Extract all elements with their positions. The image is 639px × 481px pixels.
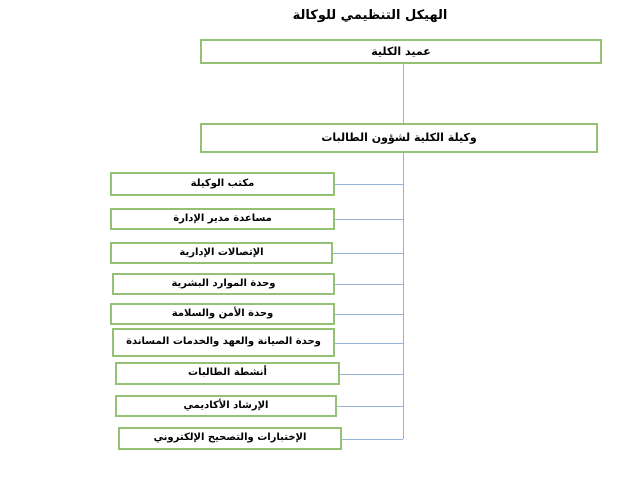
org-box-unit[interactable]: مساعدة مدير الإدارة: [110, 208, 335, 230]
org-box-unit-label: الإختبارات والتصحيح الإلكتروني: [153, 432, 307, 444]
org-box-unit[interactable]: الإتصالات الإدارية: [110, 242, 333, 264]
connector-vertical-line: [403, 63, 404, 439]
connector-horizontal-line: [335, 219, 403, 220]
org-box-unit-label: مساعدة مدير الإدارة: [173, 212, 272, 224]
org-box-vice-dean-label: وكيلة الكلية لشؤون الطالبات: [321, 131, 477, 145]
org-box-unit-label: أنشطة الطالبات: [188, 367, 267, 379]
connector-horizontal-line: [340, 374, 403, 375]
org-box-unit[interactable]: الإختبارات والتصحيح الإلكتروني: [118, 427, 342, 450]
org-box-unit[interactable]: مكتب الوكيلة: [110, 172, 335, 196]
org-box-unit-label: وحدة الموارد البشرية: [171, 277, 276, 289]
connector-horizontal-line: [342, 439, 403, 440]
org-box-unit-label: مكتب الوكيلة: [190, 177, 255, 189]
org-box-unit-label: وحدة الصيانة والعهد والخدمات المساندة: [126, 336, 321, 348]
connector-horizontal-line: [335, 314, 403, 315]
org-box-unit[interactable]: وحدة الصيانة والعهد والخدمات المساندة: [112, 328, 335, 357]
connector-horizontal-line: [335, 284, 403, 285]
org-box-unit[interactable]: وحدة الموارد البشرية: [112, 273, 335, 295]
connector-horizontal-line: [337, 406, 403, 407]
connector-horizontal-line: [333, 253, 403, 254]
page-title: الهيكل التنظيمي للوكالة: [292, 8, 448, 23]
connector-horizontal-line: [335, 184, 403, 185]
org-box-unit[interactable]: أنشطة الطالبات: [115, 362, 340, 385]
org-box-unit[interactable]: وحدة الأمن والسلامة: [110, 303, 335, 325]
org-box-unit-label: وحدة الأمن والسلامة: [171, 307, 274, 319]
org-box-unit[interactable]: الإرشاد الأكاديمي: [115, 395, 337, 417]
org-box-unit-label: الإتصالات الإدارية: [179, 246, 264, 258]
org-box-dean[interactable]: عميد الكلية: [200, 39, 602, 64]
org-box-vice-dean[interactable]: وكيلة الكلية لشؤون الطالبات: [200, 123, 598, 153]
connector-horizontal-line: [335, 343, 403, 344]
org-box-unit-label: الإرشاد الأكاديمي: [183, 399, 269, 411]
org-box-dean-label: عميد الكلية: [371, 44, 431, 58]
